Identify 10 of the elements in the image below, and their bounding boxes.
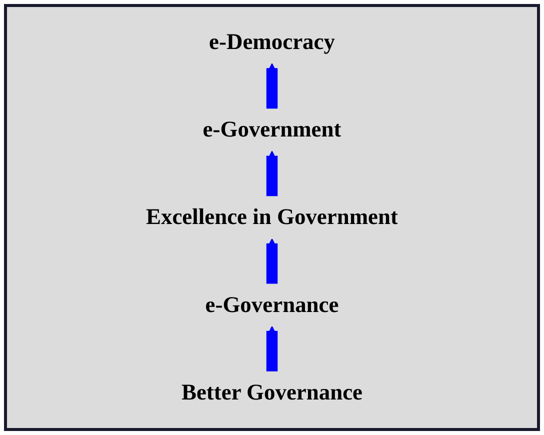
node-text: e-Governance [205,292,339,318]
arrow [266,326,278,374]
node-text: Better Governance [181,380,363,406]
panel-background: e-Democracy e-Government Excellence in Government e-Governance Better Governance [4,4,540,431]
node-text: Excellence in Government [146,205,398,230]
node-text: e-Government [202,118,342,142]
arrow [266,63,278,110]
arrow [266,238,278,286]
arrow [266,150,278,198]
node-text: e-Democracy [209,30,335,55]
